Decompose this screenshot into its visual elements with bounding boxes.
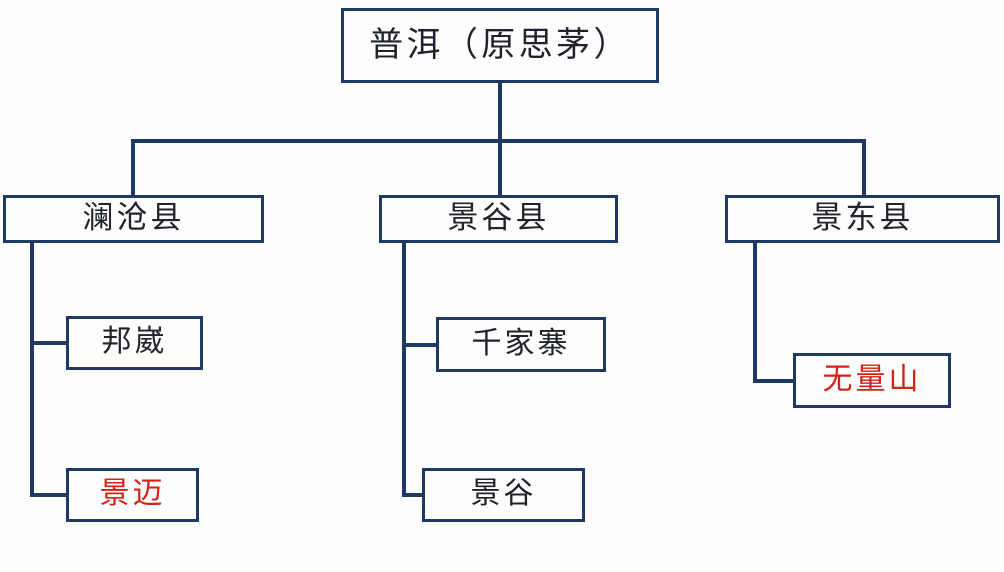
connector-stub-branch-1-child-1 — [30, 341, 68, 345]
node-label: 景谷县 — [447, 199, 550, 236]
node-branch-jinggu-county[interactable]: 景谷县 — [379, 195, 618, 243]
node-leaf-qianjiazhai[interactable]: 千家寨 — [436, 317, 606, 372]
node-label: 无量山 — [822, 361, 922, 397]
node-root-puer[interactable]: 普洱（原思茅） — [341, 8, 659, 83]
connector-root-stem — [498, 83, 502, 143]
node-label: 澜沧县 — [82, 199, 185, 236]
connector-stub-branch-2-child-2 — [402, 493, 424, 497]
node-label: 景谷 — [470, 476, 537, 511]
node-label: 普洱（原思茅） — [369, 24, 631, 65]
connector-stub-branch-1-child-2 — [30, 493, 68, 497]
connector-stub-branch-2-child-1 — [402, 343, 438, 347]
node-branch-jingdong-county[interactable]: 景东县 — [725, 195, 1000, 243]
connector-trunk-branch-2 — [402, 242, 406, 497]
node-label: 千家寨 — [471, 325, 571, 361]
node-label: 景东县 — [811, 199, 914, 236]
connector-drop-branch-2 — [498, 139, 502, 197]
connector-trunk-branch-3 — [753, 242, 757, 383]
connector-drop-branch-3 — [862, 139, 866, 197]
node-leaf-bangwai[interactable]: 邦崴 — [66, 316, 203, 370]
node-leaf-jinggu[interactable]: 景谷 — [422, 468, 585, 522]
connector-trunk-branch-1 — [30, 242, 34, 497]
node-leaf-jingmai[interactable]: 景迈 — [66, 468, 199, 522]
node-leaf-wuliangshan[interactable]: 无量山 — [793, 353, 951, 408]
node-branch-lancang-county[interactable]: 澜沧县 — [3, 195, 264, 243]
node-label: 邦崴 — [101, 324, 168, 359]
connector-stub-branch-3-child-1 — [753, 379, 795, 383]
node-label: 景迈 — [99, 476, 166, 511]
connector-drop-branch-1 — [131, 139, 135, 197]
